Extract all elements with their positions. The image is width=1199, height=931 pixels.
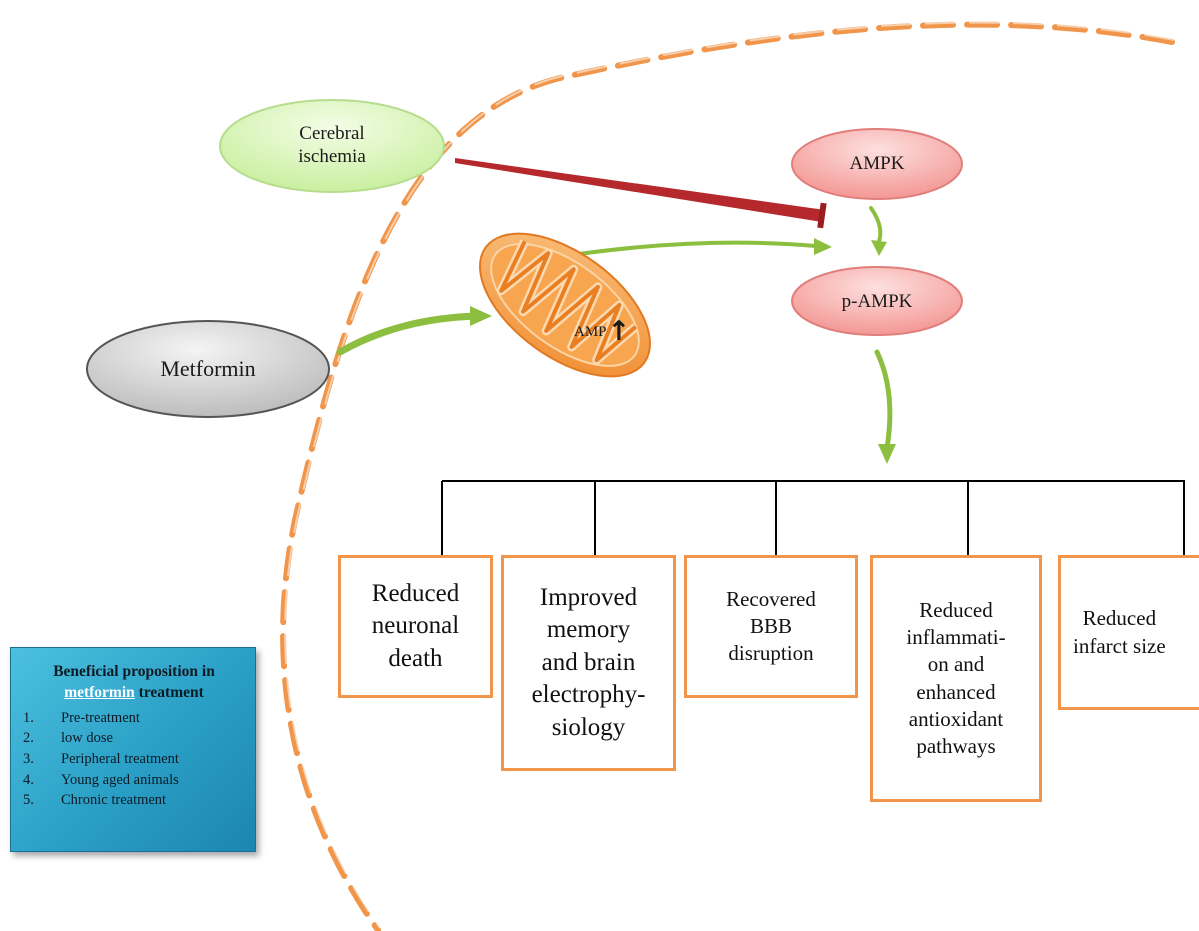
mitochondrion-icon <box>479 232 651 378</box>
list-item-number: 4. <box>23 771 34 788</box>
info-box-list: 1. Pre-treatment 2. low dose 3. Peripheral … <box>23 708 245 811</box>
cerebral-ischemia-node <box>219 99 445 193</box>
p-ampk-node <box>791 266 963 336</box>
info-title-highlight: metformin <box>64 683 135 701</box>
outcome-label: Improved memory and brain electrophy- si… <box>531 583 646 741</box>
outcome-label: Recovered BBB disruption <box>726 586 816 666</box>
list-item-text: Pre-treatment <box>61 709 140 726</box>
activation-arrow-p-ampk-to-outcomes <box>874 349 896 464</box>
list-item-text: low dose <box>61 730 113 747</box>
activation-arrow-ampk-to-p-ampk <box>869 206 887 256</box>
amp-text: AMP <box>574 324 607 340</box>
outcome-box-bbb: Recovered BBB disruption <box>684 555 858 698</box>
list-item-text: Young aged animals <box>61 771 179 788</box>
info-title-line1: Beneficial proposition in <box>53 663 215 680</box>
ampk-node <box>791 128 963 200</box>
outcome-box-inflammation: Reduced inflammati- on and enhanced anti… <box>870 555 1042 802</box>
outcome-label: Reduced infarct size <box>1073 606 1166 658</box>
list-item-number: 1. <box>23 709 34 726</box>
outcome-box-neuronal-death: Reduced neuronal death <box>338 555 493 698</box>
outcome-label: Reduced neuronal death <box>371 579 460 672</box>
list-item-number: 5. <box>23 792 34 809</box>
list-item-number: 2. <box>23 730 34 747</box>
metformin-node <box>86 320 330 418</box>
cerebral-ischemia-label: Cerebral ischemia <box>298 123 366 168</box>
inhibition-arrow <box>455 158 827 229</box>
info-box-title: Beneficial proposition in metformin trea… <box>23 662 245 704</box>
outcome-box-infarct: Reduced infarct size <box>1058 555 1199 710</box>
outcome-box-memory: Improved memory and brain electrophy- si… <box>501 555 676 771</box>
list-item: 2. low dose <box>23 728 245 749</box>
list-item-text: Peripheral treatment <box>61 751 179 767</box>
metformin-label: Metformin <box>160 356 256 381</box>
outcome-label: Reduced inflammati- on and enhanced anti… <box>906 597 1006 759</box>
p-ampk-label: p-AMPK <box>841 291 913 312</box>
amp-label: AMP↑ <box>574 316 654 349</box>
list-item: 3. Peripheral treatment <box>23 749 245 770</box>
list-item: 4. Young aged animals <box>23 770 245 791</box>
list-item-text: Chronic treatment <box>61 792 167 809</box>
list-item: 1. Pre-treatment <box>23 708 245 729</box>
activation-arrow-metformin-to-mitochondria <box>336 306 492 356</box>
activation-arrow-mitochondria-to-p-ampk <box>563 238 832 258</box>
ampk-label: AMPK <box>849 153 905 174</box>
list-item-number: 3. <box>23 751 34 767</box>
info-title-tail: treatment <box>138 683 204 701</box>
beneficial-proposition-box: Beneficial proposition in metformin trea… <box>10 647 256 852</box>
up-arrow-icon: ↑ <box>607 316 631 347</box>
cell-membrane-boundary <box>280 21 1175 931</box>
outcome-branch-tree <box>441 480 1185 556</box>
list-item: 5. Chronic treatment <box>23 790 245 811</box>
